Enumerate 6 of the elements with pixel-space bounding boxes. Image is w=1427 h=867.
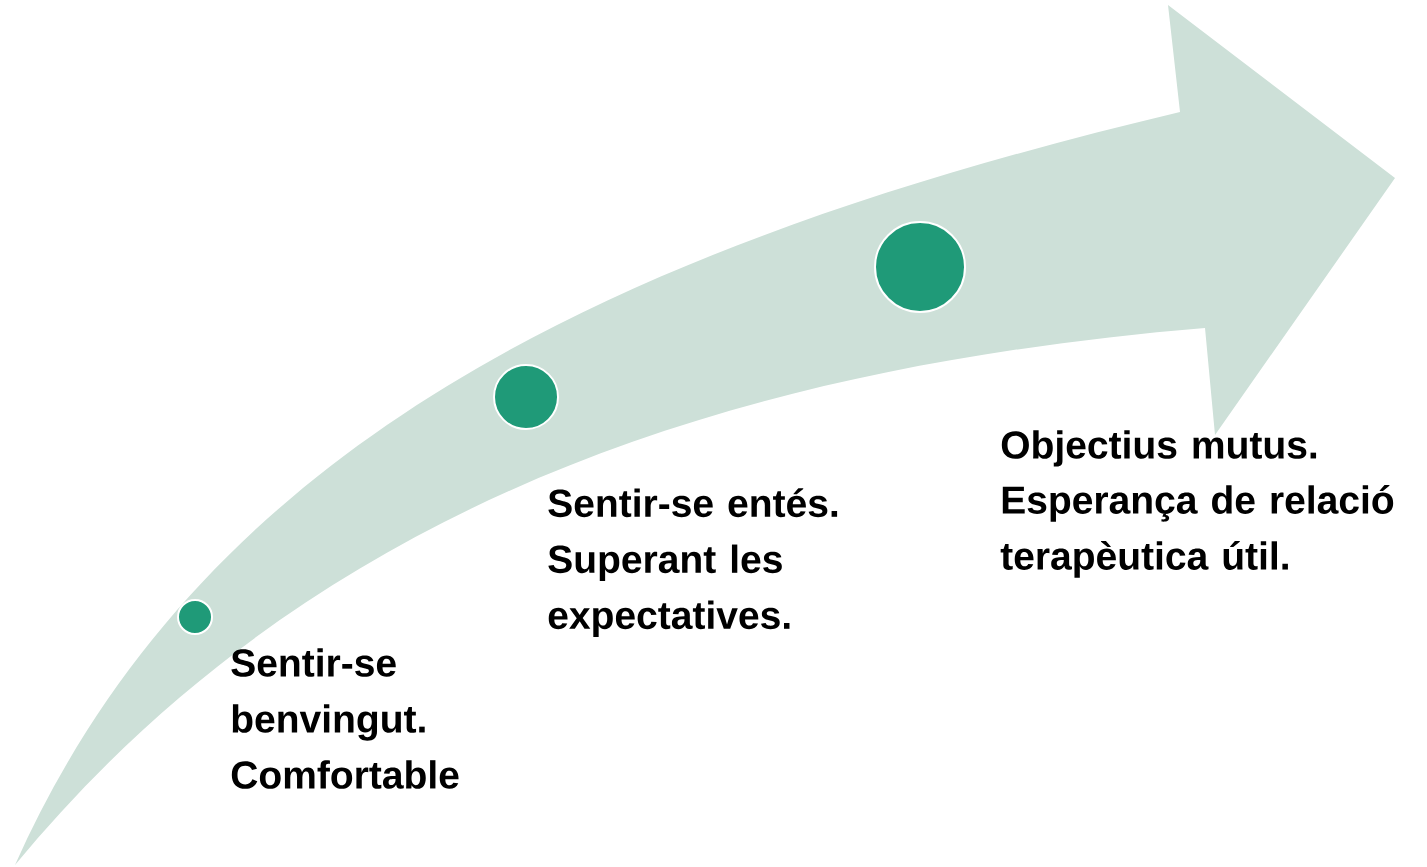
step-caption: Objectius mutus. [1001, 430, 1317, 467]
step-caption: Sentir-se benvingut. Comfortable [231, 648, 459, 789]
step-caption: Esperança de relació terapèutica útil. [1000, 484, 1394, 578]
step-caption: Sentir-se entés. Superant les expectatives. [548, 488, 838, 637]
milestone-dot [874, 221, 966, 313]
milestone-dot [493, 364, 559, 430]
